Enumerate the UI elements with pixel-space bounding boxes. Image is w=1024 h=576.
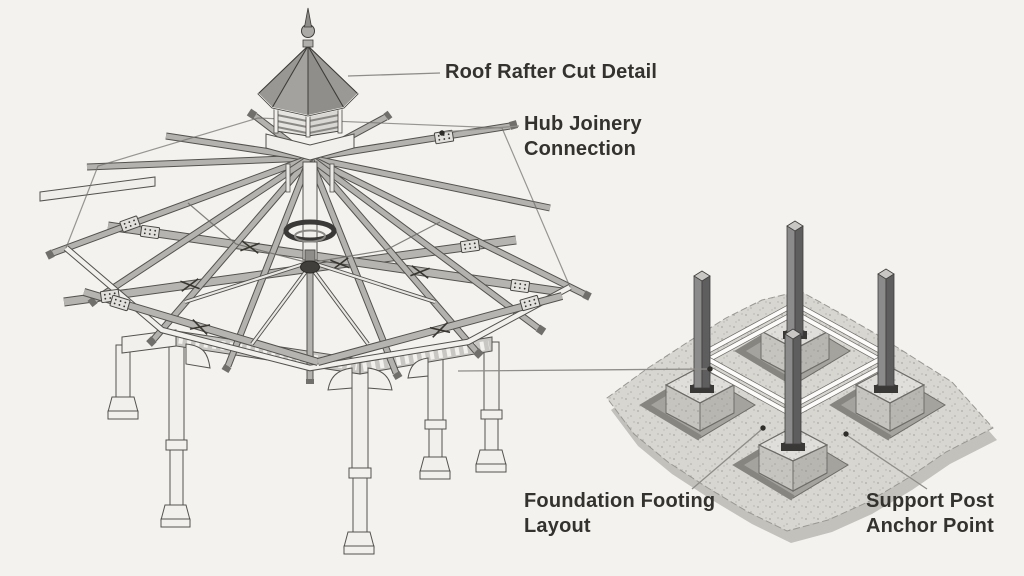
support-posts xyxy=(690,220,898,451)
leader-support-post xyxy=(847,435,928,490)
front-rafters xyxy=(45,154,592,384)
leader-gazebo-to-foundation xyxy=(457,368,708,372)
concrete-footings xyxy=(664,312,926,492)
foundation-illustration xyxy=(606,220,997,543)
leader-dot-post xyxy=(707,366,713,372)
back-rafters xyxy=(86,108,551,212)
leader-lines xyxy=(347,72,928,490)
gazebo-frame-illustration xyxy=(39,7,592,555)
support-post xyxy=(781,328,805,451)
top-plate-board xyxy=(39,176,156,202)
corbel-brackets xyxy=(185,343,429,391)
kingpost-hub xyxy=(184,161,436,346)
cupola xyxy=(257,7,359,193)
label-hub-joinery-connection: Hub Joinery Connection xyxy=(524,113,642,160)
layout-rails xyxy=(704,303,884,416)
leader-dot-footing xyxy=(760,425,766,431)
support-post xyxy=(690,270,714,393)
label-roof-rafter-cut-detail: Roof Rafter Cut Detail xyxy=(445,61,658,83)
label-support-post-anchor-point: Support Post Anchor Point xyxy=(866,490,994,537)
leader-dot-hub xyxy=(439,130,445,136)
support-post xyxy=(874,268,898,393)
leader-foundation-footing xyxy=(691,429,762,490)
leader-hub-joinery xyxy=(443,125,520,133)
leader-roof-rafter xyxy=(347,72,441,77)
gazebo-posts xyxy=(107,337,507,555)
label-foundation-footing-layout: Foundation Footing Layout xyxy=(524,490,716,537)
leader-dot-anchor xyxy=(843,431,849,437)
